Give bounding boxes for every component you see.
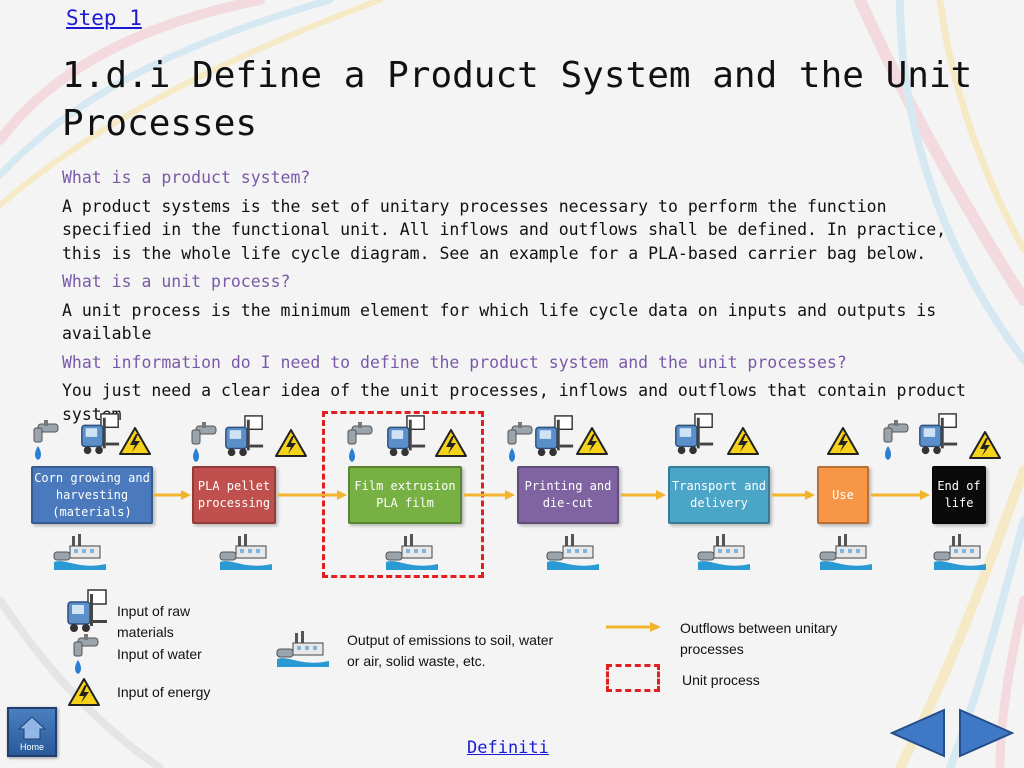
answer-information: You just need a clear idea of the unit p… bbox=[62, 381, 966, 424]
step-link[interactable]: Step 1 bbox=[66, 6, 142, 30]
process-use: Use bbox=[817, 466, 869, 524]
forklift-icon bbox=[916, 412, 960, 456]
process-label: Transport and delivery bbox=[672, 479, 766, 510]
legend-raw-materials: Input of raw materials bbox=[117, 603, 191, 640]
forklift-icon bbox=[672, 412, 716, 456]
home-icon bbox=[17, 716, 47, 740]
energy-icon bbox=[968, 430, 1002, 460]
forklift-icon bbox=[384, 414, 428, 458]
emissions-icon bbox=[545, 530, 601, 570]
emissions-icon bbox=[52, 530, 108, 570]
process-corn-growing: Corn growing and harvesting (materials) bbox=[31, 466, 153, 524]
process-end-of-life: End of life bbox=[932, 466, 986, 524]
emissions-icon bbox=[384, 530, 440, 570]
emissions-icon bbox=[696, 530, 752, 570]
forklift-icon bbox=[532, 414, 576, 458]
flow-arrow bbox=[278, 490, 347, 500]
legend-arrow-icon bbox=[606, 622, 661, 632]
answer-product-system: A product systems is the set of unitary … bbox=[62, 196, 947, 263]
answer-unit-process: A unit process is the minimum element fo… bbox=[62, 300, 937, 344]
flow-arrow bbox=[772, 490, 815, 500]
energy-icon bbox=[274, 428, 308, 458]
home-label: Home bbox=[19, 742, 44, 752]
process-label: Corn growing and harvesting (materials) bbox=[34, 470, 150, 519]
emissions-icon bbox=[218, 530, 274, 570]
legend-unit-process-box bbox=[606, 664, 660, 692]
page-title: 1.d.i Define a Product System and the Un… bbox=[62, 55, 973, 144]
process-printing: Printing and die-cut bbox=[517, 466, 619, 524]
next-button[interactable] bbox=[956, 708, 1014, 758]
triangle-right-icon bbox=[959, 708, 1014, 758]
flow-arrow bbox=[621, 490, 666, 500]
legend-emissions: Output of emissions to soil, water or ai… bbox=[347, 632, 554, 669]
flow-arrow bbox=[154, 490, 191, 500]
process-label: Use bbox=[832, 487, 854, 502]
water-tap-icon bbox=[188, 420, 218, 466]
question-product-system: What is a product system? bbox=[62, 168, 311, 187]
water-tap-icon bbox=[880, 418, 910, 464]
forklift-icon bbox=[78, 412, 122, 456]
flow-arrow bbox=[871, 490, 930, 500]
emissions-icon bbox=[818, 530, 874, 570]
process-film-extrusion: Film extrusion PLA film bbox=[348, 466, 462, 524]
legend-energy-icon bbox=[67, 677, 101, 707]
triangle-left-icon bbox=[890, 708, 945, 758]
home-button[interactable]: Home bbox=[7, 707, 57, 757]
definitions-link[interactable]: Definiti bbox=[467, 738, 549, 758]
water-tap-icon bbox=[30, 418, 60, 464]
energy-icon bbox=[826, 426, 860, 456]
energy-icon bbox=[726, 426, 760, 456]
legend-outflows: Outflows between unitary processes bbox=[680, 620, 838, 657]
flow-arrow bbox=[464, 490, 515, 500]
previous-button[interactable] bbox=[890, 708, 948, 758]
process-pla-pellet: PLA pellet processing bbox=[192, 466, 276, 524]
legend-forklift-icon bbox=[64, 588, 110, 634]
energy-icon bbox=[118, 426, 152, 456]
energy-icon bbox=[434, 428, 468, 458]
process-label: End of life bbox=[937, 479, 981, 510]
process-label: PLA pellet processing bbox=[197, 479, 271, 510]
question-information: What information do I need to define the… bbox=[62, 352, 847, 372]
legend-unit-process: Unit process bbox=[682, 672, 760, 688]
legend-emissions-icon bbox=[275, 627, 331, 667]
content-body: What is a product system? A product syst… bbox=[62, 166, 972, 426]
energy-icon bbox=[575, 426, 609, 456]
legend-energy: Input of energy bbox=[117, 684, 211, 700]
forklift-icon bbox=[222, 414, 266, 458]
emissions-icon bbox=[932, 530, 988, 570]
process-transport: Transport and delivery bbox=[668, 466, 770, 524]
water-tap-icon bbox=[504, 420, 534, 466]
legend-water: Input of water bbox=[117, 646, 202, 662]
process-label: Film extrusion PLA film bbox=[354, 479, 456, 510]
question-unit-process: What is a unit process? bbox=[62, 272, 291, 291]
legend-water-tap-icon bbox=[70, 632, 100, 678]
water-tap-icon bbox=[344, 420, 374, 466]
process-label: Printing and die-cut bbox=[524, 479, 612, 510]
